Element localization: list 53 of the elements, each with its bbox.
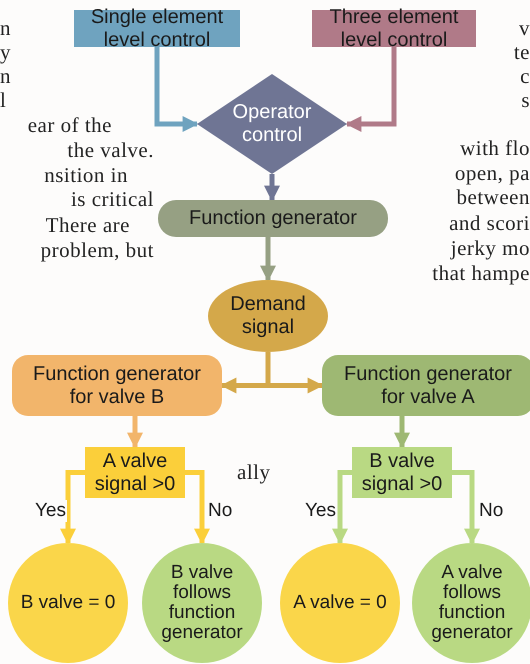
arrow — [185, 470, 210, 545]
body-text-fragment: ear of the — [28, 113, 112, 138]
body-text-fragment: There are — [46, 213, 130, 238]
process-box — [12, 355, 222, 416]
node-label: Three element level control — [328, 6, 460, 52]
edge-label: Yes — [34, 500, 67, 522]
arrow — [60, 470, 85, 545]
body-text-fragment: open, pa — [454, 161, 530, 186]
body-text-fragment: n — [0, 64, 11, 89]
process-box — [322, 355, 530, 416]
node-label: B valve signal >0 — [360, 450, 444, 496]
node-label: Demand signal — [229, 293, 307, 339]
process-box — [352, 447, 452, 498]
process-box — [85, 447, 185, 498]
process-box — [74, 10, 240, 47]
body-text-fragment: jerky mo — [450, 236, 530, 261]
body-text-fragment: y — [0, 40, 11, 65]
arrow — [394, 416, 410, 449]
arrow — [127, 416, 143, 449]
process-box — [158, 200, 388, 237]
body-text-fragment: nsition in — [44, 163, 128, 188]
node-label: B valve follows function generator — [160, 563, 244, 643]
body-text-fragment: s — [521, 88, 530, 113]
node-label: Function generator for valve A — [343, 362, 513, 408]
body-text-fragment: and scori — [449, 211, 530, 236]
body-text-fragment: c — [520, 64, 530, 89]
arrow — [154, 47, 199, 132]
body-text-fragment: problem, but — [40, 238, 154, 263]
body-text-fragment: with flo — [460, 136, 530, 161]
body-text-fragment: te — [514, 40, 530, 65]
node-label: Function generator for valve B — [32, 362, 202, 408]
body-text-fragment: is critical — [70, 187, 154, 212]
body-text-fragment: v — [519, 16, 530, 41]
arrow — [332, 470, 352, 545]
arrow — [452, 470, 480, 545]
body-text-fragment: between — [456, 185, 530, 210]
node-label: A valve follows function generator — [430, 563, 514, 643]
body-text-fragment: l — [0, 88, 6, 113]
decision-diamond — [197, 74, 347, 174]
body-text-fragment: the valve. — [67, 138, 154, 163]
node-label: A valve signal >0 — [94, 450, 176, 496]
body-text-fragment: n — [0, 16, 11, 41]
node-label: Operator control — [232, 101, 312, 147]
node-label: A valve = 0 — [293, 593, 387, 613]
body-text-fragment: ally — [237, 460, 270, 485]
body-text-fragment: that hampe — [432, 261, 530, 286]
node-label: B valve = 0 — [20, 593, 116, 613]
arrow — [260, 237, 276, 282]
arrow — [264, 174, 280, 202]
process-box — [312, 10, 476, 47]
node-label: Function generator — [189, 207, 357, 230]
arrow — [345, 47, 396, 132]
node-label: Single element level control — [90, 6, 224, 52]
